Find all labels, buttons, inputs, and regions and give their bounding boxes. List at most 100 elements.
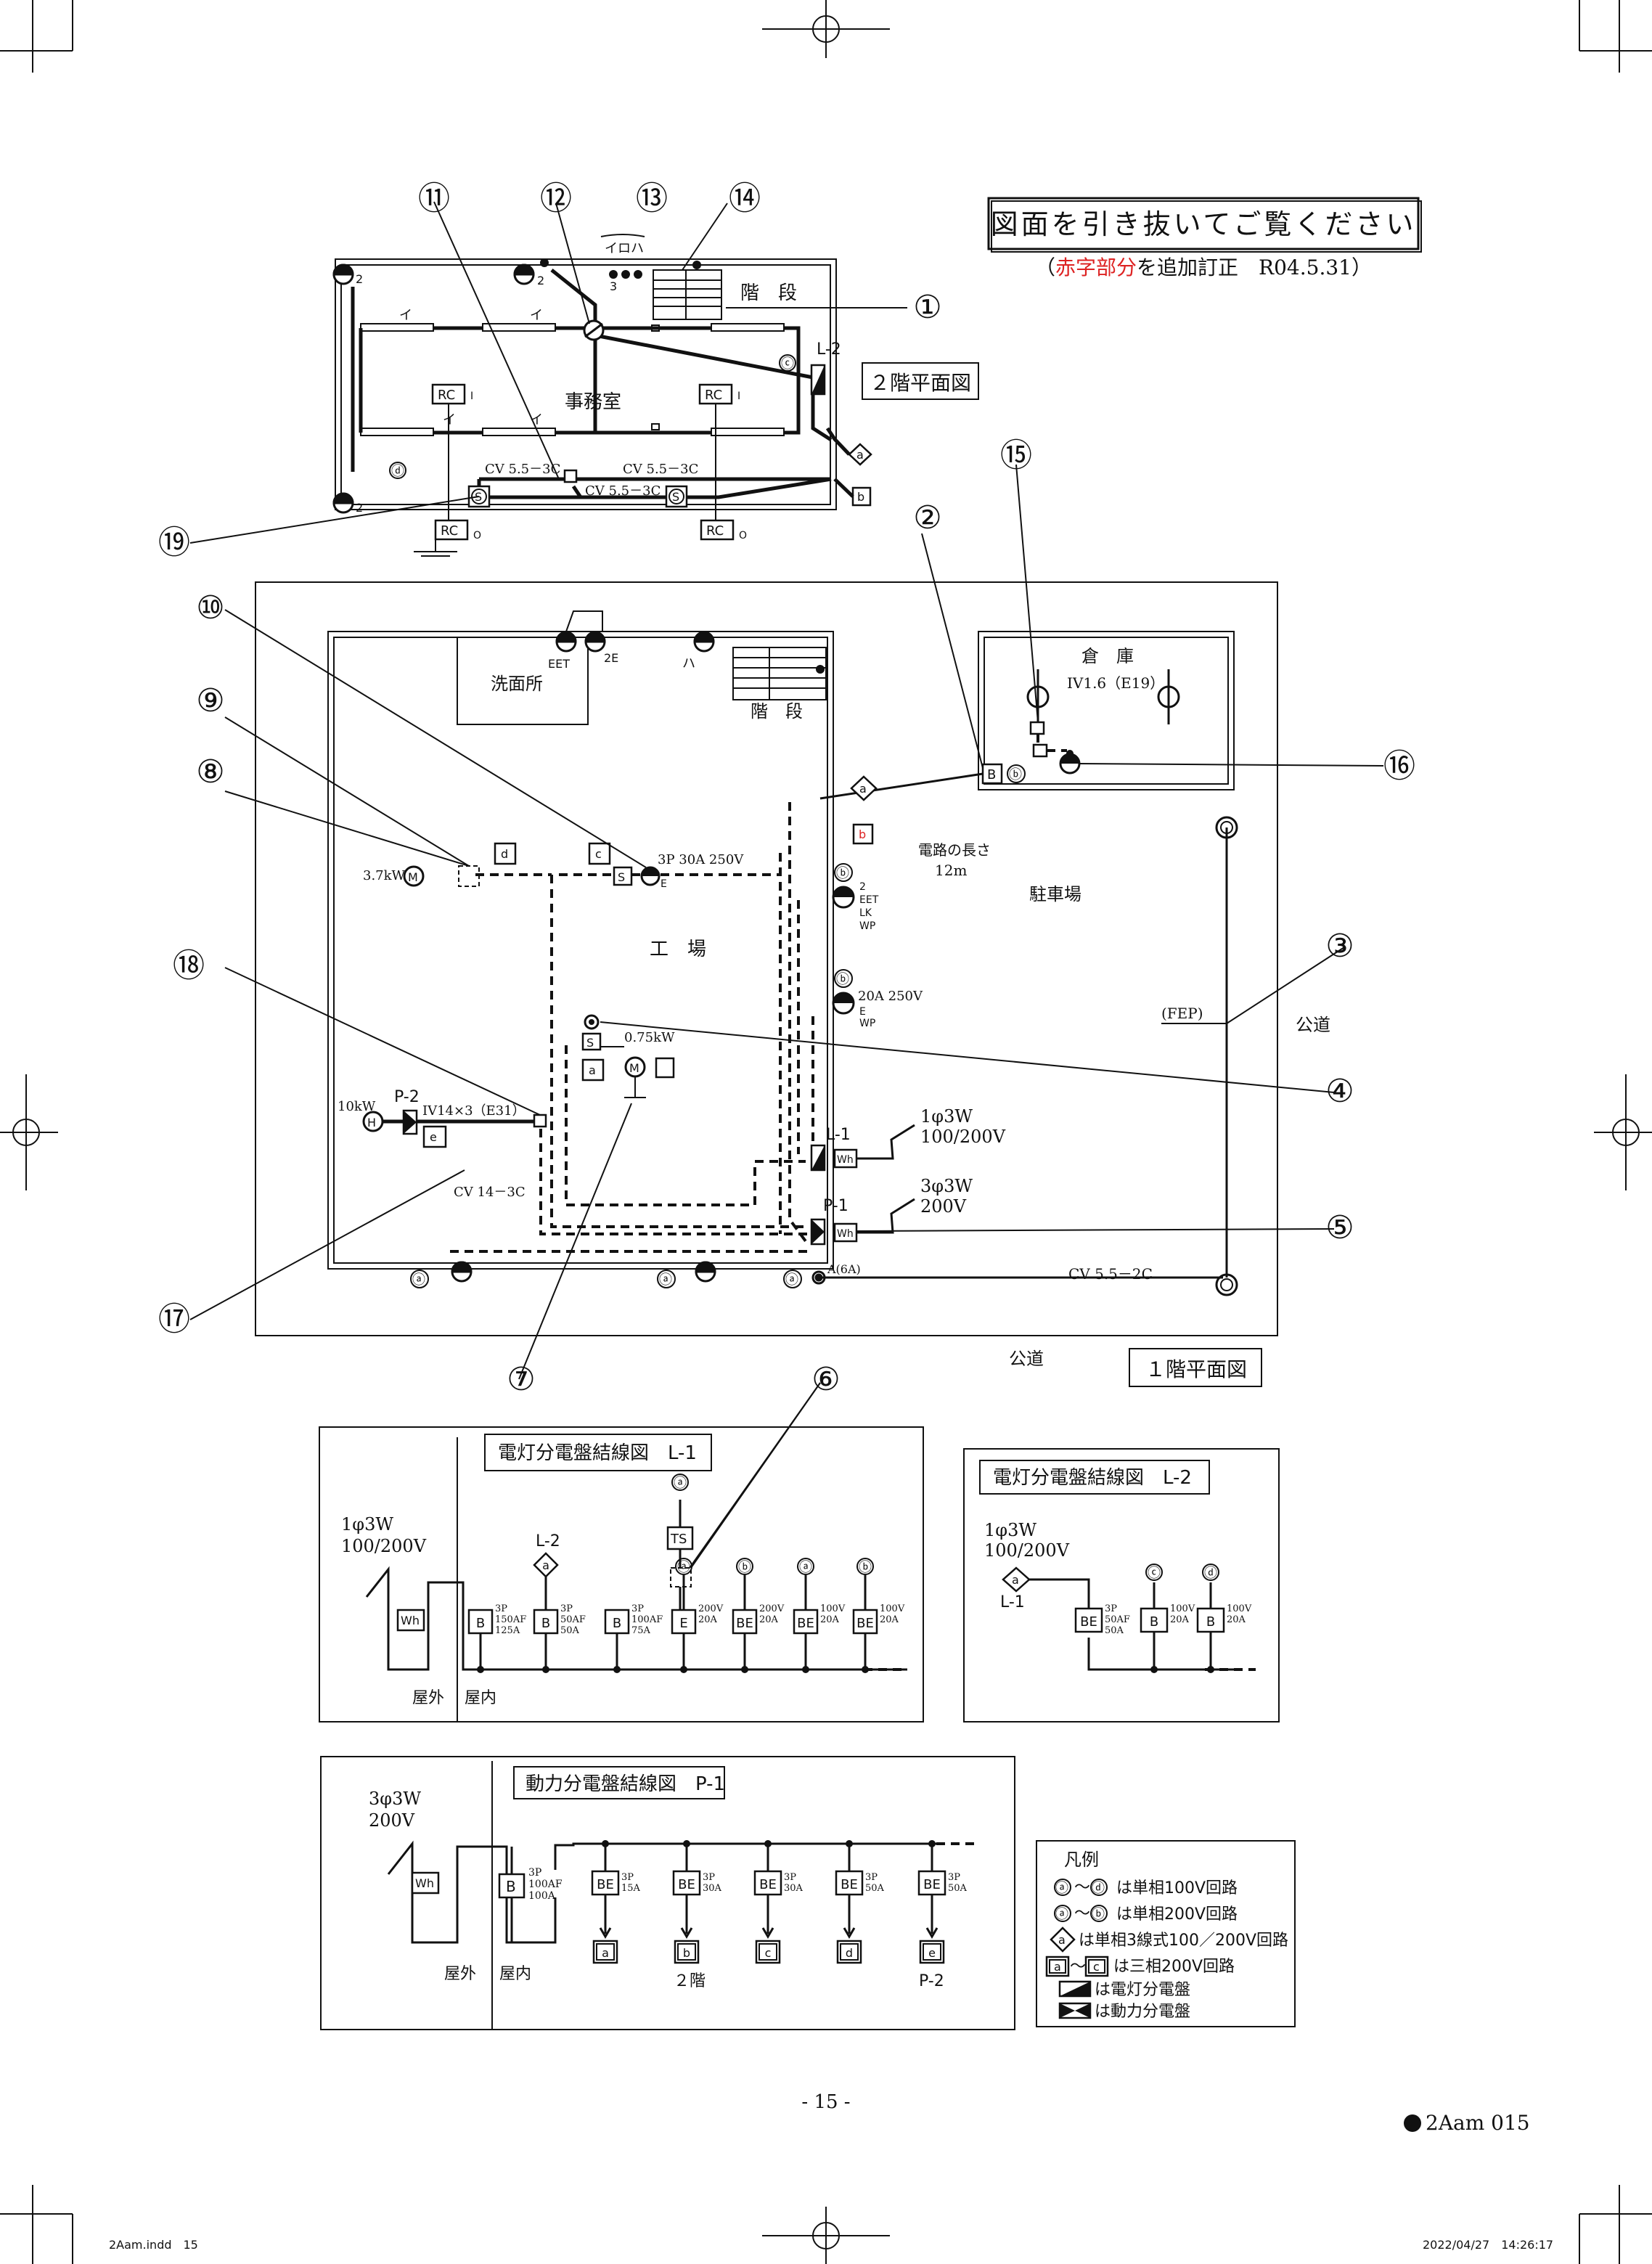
l1-ts: TS: [670, 1532, 687, 1547]
floor2-plan: 階 段 事務室 イ イ イ イ: [332, 234, 979, 557]
e-mark: E: [661, 878, 667, 890]
callout-3: ③: [1325, 928, 1354, 965]
floor2-stairs: 階 段: [740, 282, 797, 304]
l2-breaker-r3: 50A: [1105, 1625, 1124, 1636]
p1-load-label: a: [602, 1946, 609, 1960]
p1-branch-r1: 3P: [865, 1872, 878, 1883]
l1-breaker-r1: 3P: [560, 1603, 573, 1614]
l2-breaker-r2: 20A: [1227, 1614, 1246, 1625]
p1-branch-sym: BE: [597, 1877, 614, 1892]
ha-label: ハ: [682, 656, 695, 671]
panel-l1: L-1: [826, 1126, 851, 1144]
legend-r1-a: ⓐ: [1055, 1881, 1068, 1896]
outlet-20a-e: E: [859, 1006, 866, 1018]
two-e-label: 2E: [604, 651, 618, 665]
floor1-plan: 洗面所 階 段 工 場 倉 庫 IV1.6（E19） 駐車場 公道 公道 １階平…: [255, 581, 1330, 1387]
l2-feed: a: [1012, 1573, 1019, 1587]
l1-breaker-sym: B: [541, 1616, 550, 1631]
p1-arrow: [680, 1927, 693, 1939]
p1-diagram: 動力分電盤結線図 P-1 3φ3W 200V 屋外 屋内 Wh B 3P 100…: [320, 1756, 1015, 2030]
circuit-a-br: ⓐ: [785, 1272, 798, 1288]
switch-group-label: イロハ: [605, 241, 644, 256]
l1-diamond: [533, 1552, 559, 1578]
legend-r4-b: c: [1093, 1960, 1100, 1974]
callouts: ① ② ③ ④ ⑤ ⑥ ⑦ ⑧ ⑨ ⑩ ⑪ ⑫ ⑬ ⑭ ⑮ ⑯ ⑰ ⑱ ⑲: [158, 180, 1415, 1569]
l1-circuit-label: ⓐ: [799, 1560, 812, 1575]
public-road-right: 公道: [1296, 1015, 1330, 1035]
callout-16: ⑯: [1383, 748, 1415, 785]
service-3p-1: 3φ3W: [920, 1176, 973, 1196]
l1-breaker-r2: 20A: [820, 1614, 840, 1625]
l1-breaker-r1: 200V: [759, 1603, 785, 1614]
legend-r1-tilde: ～: [1074, 1879, 1090, 1897]
p1-load-inner: [596, 1943, 615, 1961]
legend-r2-tilde: ～: [1074, 1905, 1090, 1923]
p1-arrow: [843, 1927, 856, 1939]
svg-text:M: M: [629, 1061, 639, 1075]
light-i-2: イ: [530, 308, 543, 323]
l1-ts-circuit: ⓐ: [674, 1476, 687, 1491]
floor2-office: 事務室: [565, 391, 621, 413]
cable-mid: CV 5.5－3C: [585, 483, 661, 499]
service-3p-2: 200V: [920, 1196, 967, 1217]
p1-main-r1: 3P: [528, 1867, 541, 1879]
p1-main-breaker: B: [506, 1878, 516, 1895]
red-square-b: b: [859, 827, 866, 841]
l2-title: 電灯分電盤結線図 L-2: [993, 1467, 1192, 1489]
iv14-label: IV14×3（E31）: [422, 1103, 526, 1119]
circuit-b-r2: ⓑ: [836, 972, 849, 987]
l1-breaker-r1: 3P: [631, 1603, 644, 1614]
sw-s-075: S: [586, 1036, 594, 1050]
l1-title: 電灯分電盤結線図 L-1: [498, 1442, 697, 1464]
p1-load-label: e: [928, 1946, 936, 1960]
fep: (FEP): [1161, 1005, 1203, 1022]
p1-title: 動力分電盤結線図 P-1: [526, 1773, 725, 1795]
p1-branch-r1: 3P: [784, 1872, 796, 1883]
warehouse-circuit-b: ⓑ: [1009, 767, 1022, 782]
l2-breaker-sym: BE: [1080, 1614, 1097, 1630]
p1-arrow: [761, 1927, 774, 1939]
legend-r2-a: ⓐ: [1055, 1907, 1068, 1922]
callout-9: ⑨: [196, 682, 224, 719]
l1-ts-circle: [671, 1474, 689, 1491]
l1-breaker-sym: E: [679, 1616, 687, 1631]
l1-circuit-label: ⓑ: [738, 1560, 751, 1575]
callout-6: ⑥: [811, 1361, 840, 1398]
light-i-1: イ: [399, 308, 412, 323]
l1-breaker-r2: 150AF: [495, 1614, 526, 1625]
p1-load-inner: [677, 1943, 696, 1961]
page-number: - 15 -: [801, 2091, 850, 2113]
l2-service-2: 100/200V: [984, 1540, 1070, 1561]
wh-l1: Wh: [837, 1154, 854, 1166]
l1-node: [542, 1666, 549, 1673]
legend-title: 凡例: [1064, 1850, 1099, 1870]
p1-load-label: b: [683, 1946, 690, 1960]
p1-branch-breaker: [753, 1870, 782, 1896]
p1-branch-sym: BE: [923, 1877, 941, 1892]
callout-7: ⑦: [507, 1361, 535, 1398]
outlet-2-a: 2: [356, 272, 363, 286]
rc-out-left: RC: [441, 523, 458, 539]
l1-indoor: 屋内: [465, 1689, 496, 1707]
outlet-20a-wp: WP: [859, 1018, 875, 1029]
p1-branch-sym: BE: [841, 1877, 858, 1892]
l1-breaker-r3: 75A: [631, 1625, 651, 1636]
switch-3: 3: [610, 279, 617, 293]
l2-node: [1207, 1666, 1214, 1673]
callout-13: ⑬: [636, 180, 668, 217]
l1-circuit-circle: [675, 1558, 692, 1575]
l1-breaker: [793, 1609, 819, 1635]
warehouse-b: B: [987, 767, 996, 782]
callout-18: ⑱: [173, 947, 205, 984]
l1-node: [680, 1666, 687, 1673]
l2-breaker-r1: 3P: [1105, 1603, 1117, 1614]
l2-breaker-sym: B: [1206, 1614, 1215, 1630]
callout-15: ⑮: [1000, 437, 1032, 474]
l1-breaker-r3: 125A: [495, 1625, 520, 1636]
p1-label-2f: ２階: [674, 1972, 706, 1990]
motor-0-75kw: 0.75kW: [624, 1030, 675, 1045]
floor1-stairs: 階 段: [751, 701, 803, 722]
warehouse: 倉 庫: [1081, 646, 1134, 666]
diamond-a: a: [856, 448, 864, 462]
l1-breaker: [467, 1609, 494, 1635]
